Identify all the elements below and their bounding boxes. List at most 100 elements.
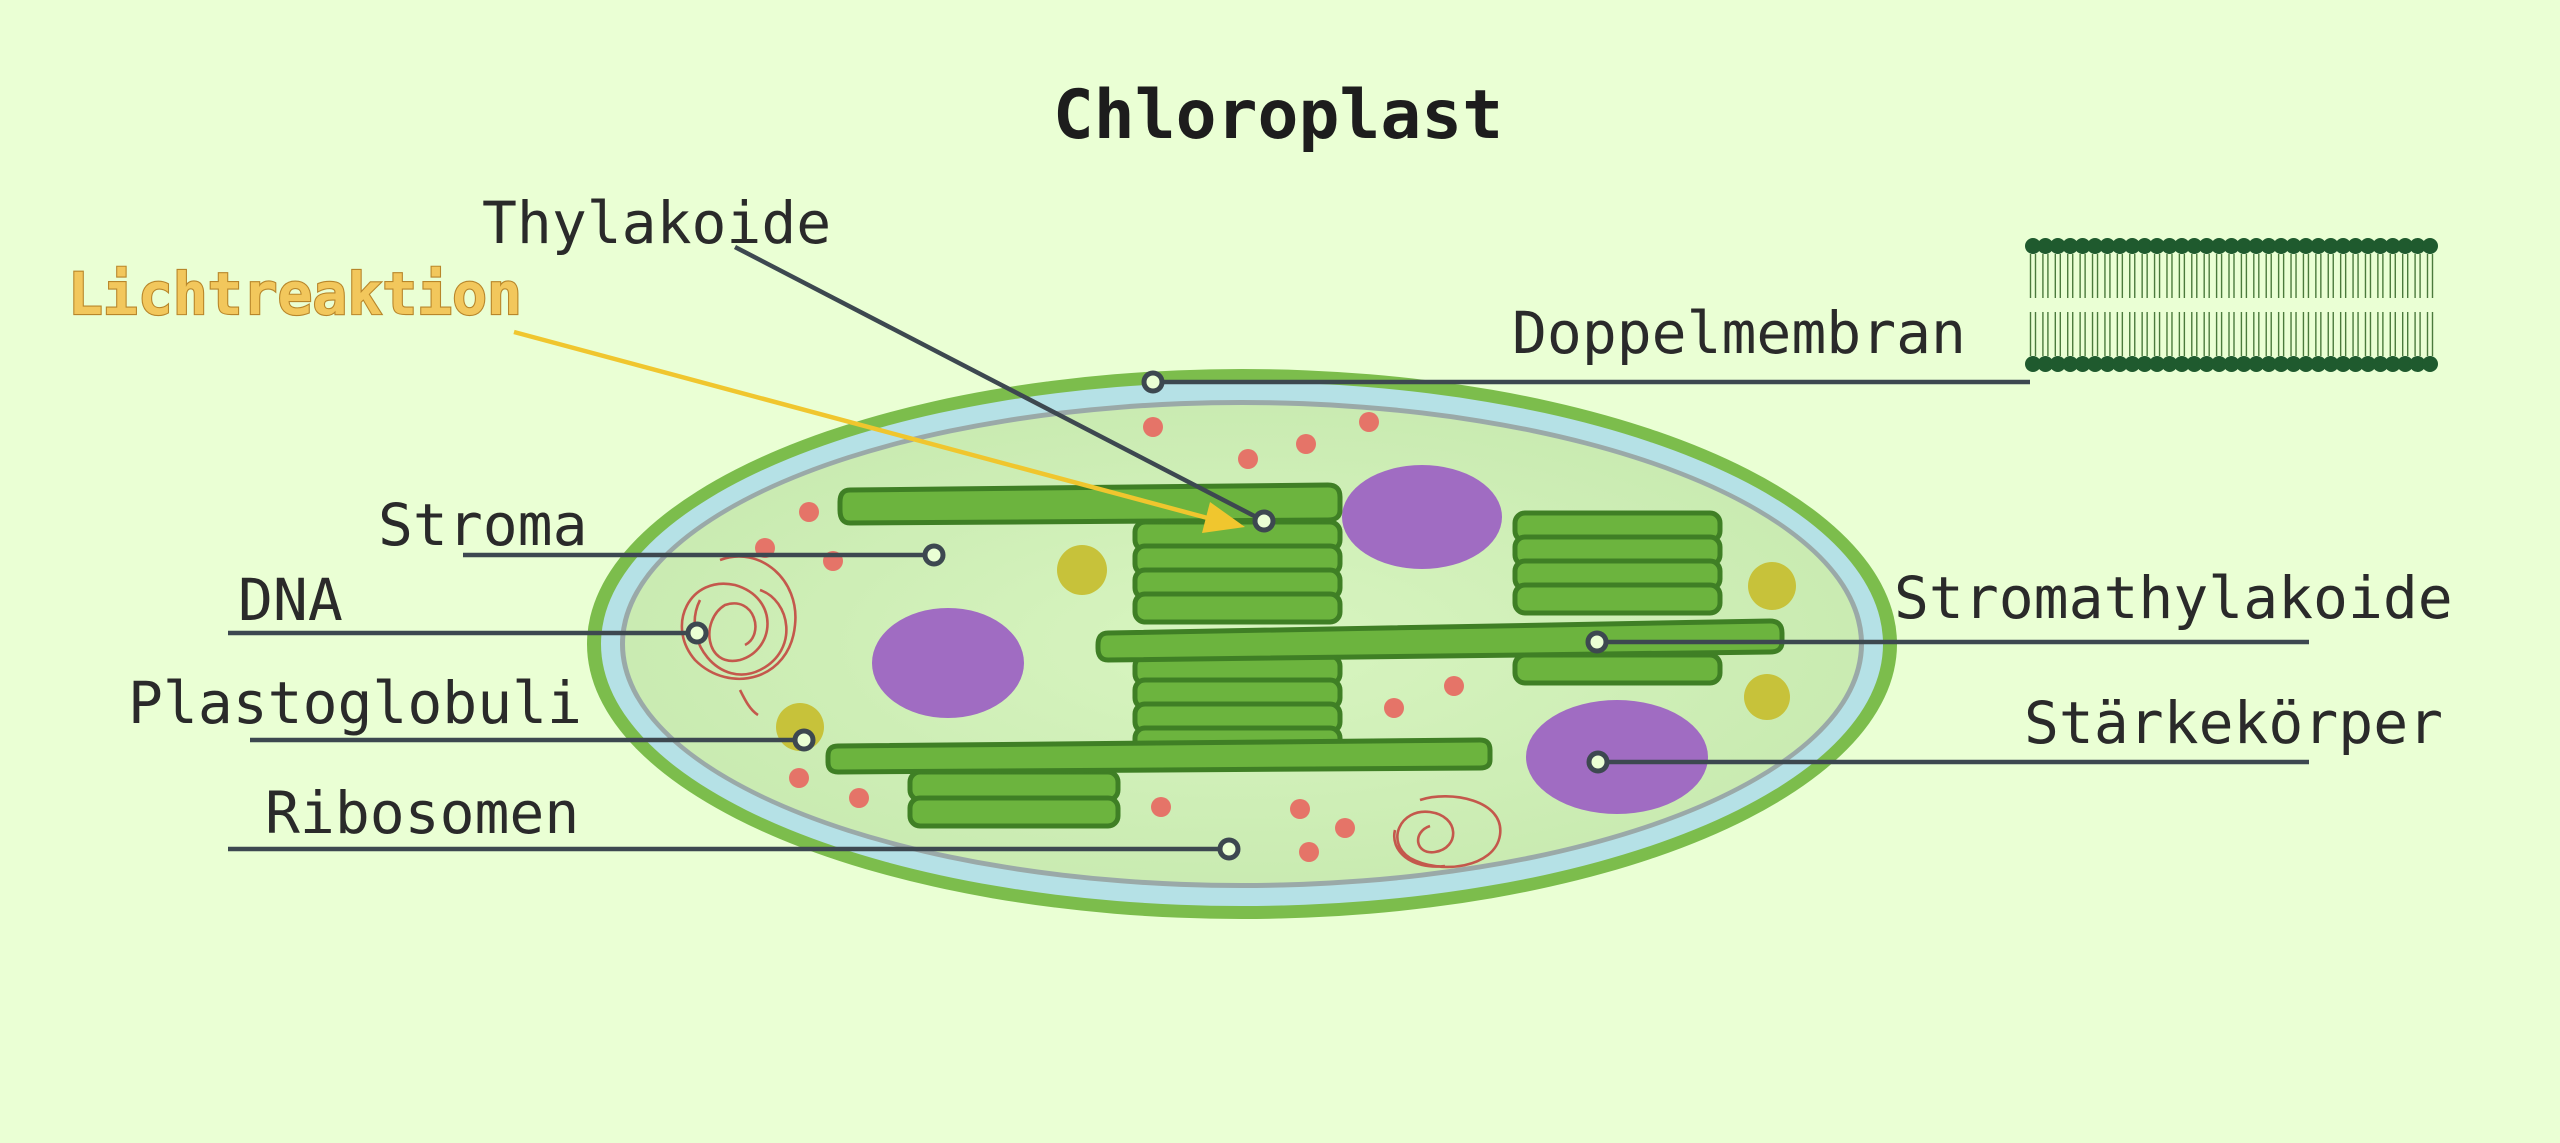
ribosome xyxy=(799,502,819,522)
lipid-head xyxy=(2273,356,2290,372)
stroma-thylakoids xyxy=(825,482,1785,775)
lipid-head xyxy=(2285,238,2302,254)
label-dna: DNA xyxy=(238,566,343,634)
lipid-head xyxy=(2211,356,2228,372)
page-title: Chloroplast xyxy=(1053,76,1503,155)
lipid-head xyxy=(2136,238,2153,254)
lipid-head xyxy=(2310,356,2327,372)
ribosome xyxy=(789,768,809,788)
lipid-head xyxy=(2297,356,2314,372)
lipid-head xyxy=(2049,238,2066,254)
lipid-head xyxy=(2111,238,2128,254)
lichtreaktion-arrow xyxy=(513,329,1245,533)
label-ribosomen: Ribosomen xyxy=(265,779,579,847)
pointer-dot xyxy=(685,621,709,645)
grana-stack-center xyxy=(1132,519,1343,757)
lipid-head xyxy=(2260,356,2277,372)
lipid-head xyxy=(2310,238,2327,254)
lipid-head xyxy=(2037,238,2054,254)
ribosome xyxy=(1238,449,1258,469)
plastoglobulus xyxy=(1057,545,1107,595)
lipid-head xyxy=(2335,356,2352,372)
lipid-head xyxy=(2136,356,2153,372)
starch-body xyxy=(1342,465,1502,569)
lipid-head xyxy=(2161,356,2178,372)
lipid-head xyxy=(2124,238,2141,254)
label-stroma: Stroma xyxy=(378,491,588,559)
lipid-head xyxy=(2248,238,2265,254)
pointer-dot xyxy=(1252,509,1276,533)
lipid-head xyxy=(2025,238,2041,254)
starch-body xyxy=(1526,700,1708,814)
lipid-head xyxy=(2397,356,2414,372)
lipid-head xyxy=(2372,238,2389,254)
label-thylakoide: Thylakoide xyxy=(482,189,831,257)
starch-bodies xyxy=(872,465,1708,814)
lipid-head xyxy=(2235,356,2252,372)
lipid-head xyxy=(2248,356,2265,372)
grana-stack-left xyxy=(907,769,1121,829)
lipid-head xyxy=(2037,356,2054,372)
lipid-head xyxy=(2223,356,2240,372)
lipid-head xyxy=(2409,356,2426,372)
ribosome xyxy=(1384,698,1404,718)
pointer-dot xyxy=(1217,837,1241,861)
lipid-head xyxy=(2074,238,2091,254)
lipid-head xyxy=(2074,356,2091,372)
label-stromathylakoide: Stromathylakoide xyxy=(1894,564,2453,632)
ribosome xyxy=(1335,818,1355,838)
lipid-head xyxy=(2198,238,2215,254)
ribosome xyxy=(1444,676,1464,696)
lipid-head xyxy=(2359,356,2376,372)
label-staerkekoerper: Stärkekörper xyxy=(2024,689,2443,757)
lipid-head xyxy=(2149,238,2166,254)
lipid-head xyxy=(2235,238,2252,254)
lipid-head xyxy=(2384,238,2401,254)
lipid-head xyxy=(2111,356,2128,372)
lipid-head xyxy=(2409,238,2426,254)
pointer-dot xyxy=(1141,370,1165,394)
pointer-dot xyxy=(1585,630,1609,654)
lipid-head xyxy=(2347,356,2364,372)
lipid-head xyxy=(2285,356,2302,372)
pointer-dots xyxy=(685,370,1610,861)
ribosome xyxy=(1151,797,1171,817)
dna-tangle xyxy=(1392,795,1502,869)
label-doppelmembran: Doppelmembran xyxy=(1512,299,1966,367)
lipid-head xyxy=(2260,238,2277,254)
ribosome xyxy=(1290,799,1310,819)
label-lichtreaktion: Lichtreaktion xyxy=(68,260,522,328)
lipid-head xyxy=(2149,356,2166,372)
pointer-dot xyxy=(1586,750,1610,774)
lipid-head xyxy=(2099,238,2116,254)
lipid-head xyxy=(2359,238,2376,254)
label-plastoglobuli: Plastoglobuli xyxy=(128,669,582,737)
lipid-head xyxy=(2211,238,2228,254)
lipid-head xyxy=(2173,238,2190,254)
pointer-dot xyxy=(792,728,816,752)
lipid-head xyxy=(2099,356,2116,372)
lipid-head xyxy=(2397,238,2414,254)
lipid-head xyxy=(2087,238,2104,254)
lipid-head xyxy=(2025,356,2041,372)
lipid-head xyxy=(2124,356,2141,372)
lipid-head xyxy=(2297,238,2314,254)
lipid-head xyxy=(2062,356,2079,372)
ribosome xyxy=(1359,412,1379,432)
lipid-head xyxy=(2322,356,2339,372)
ribosome xyxy=(849,788,869,808)
lipid-head xyxy=(2372,356,2389,372)
ribosome xyxy=(1143,417,1163,437)
lipid-head xyxy=(2186,356,2203,372)
lipid-head xyxy=(2173,356,2190,372)
pointer-dot xyxy=(922,543,946,567)
lipid-head xyxy=(2198,356,2215,372)
lipid-head xyxy=(2422,356,2438,372)
lipid-head xyxy=(2223,238,2240,254)
membrane-bilayer-icon xyxy=(2025,238,2438,372)
plastoglobulus xyxy=(1748,562,1796,610)
ribosome xyxy=(1296,434,1316,454)
lipid-head xyxy=(2335,238,2352,254)
lipid-head xyxy=(2186,238,2203,254)
